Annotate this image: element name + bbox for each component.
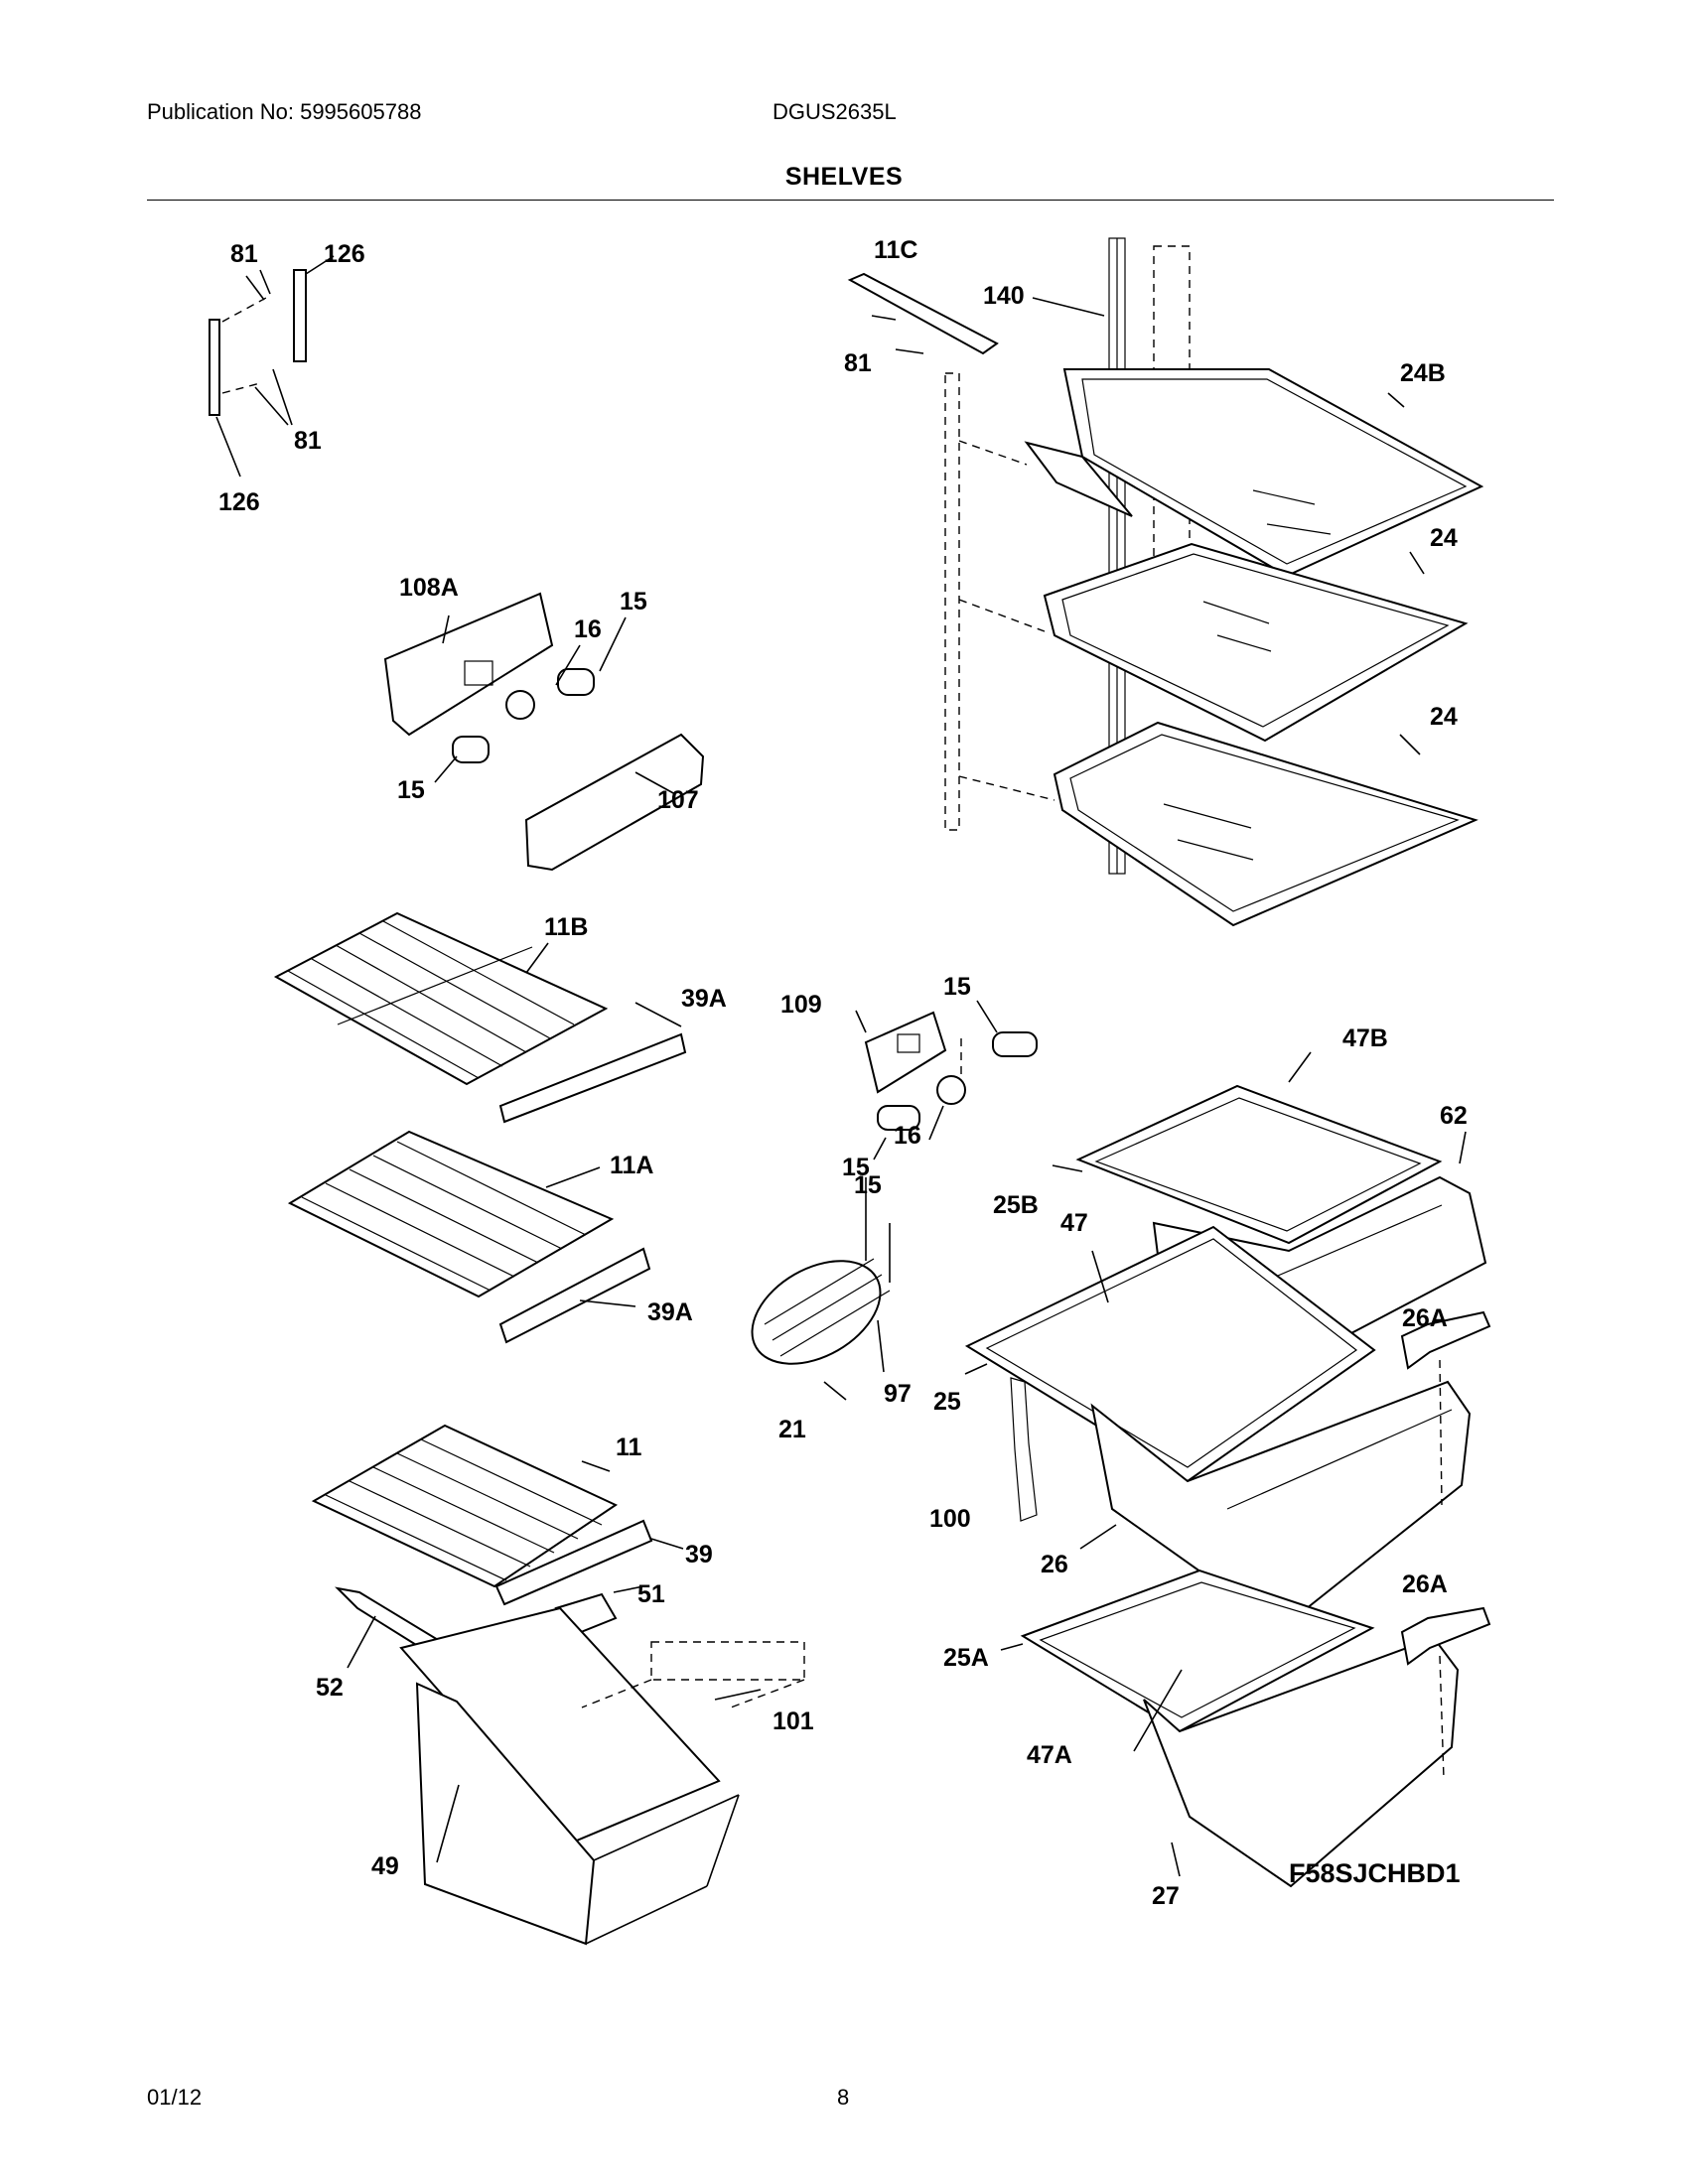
callout-140: 140 [983,282,1025,310]
model-number: DGUS2635L [773,99,897,124]
callout-108A: 108A [399,574,459,602]
callout-11: 11 [616,1433,642,1461]
callout-25B: 25B [993,1191,1039,1219]
callout-101: 101 [773,1707,814,1735]
callout-39A: 39A [681,985,727,1013]
callout-47A: 47A [1027,1741,1072,1769]
deli-drawer [335,1585,805,1946]
callout-39: 39 [685,1541,713,1569]
callout-16: 16 [574,615,602,643]
callout-126: 126 [324,240,365,268]
callout-15: 15 [397,776,425,804]
callout-109: 109 [780,991,822,1019]
callout-62: 62 [1440,1102,1468,1130]
wire-shelves [273,911,687,1606]
header-rule [147,200,1554,201]
callout-97: 97 [884,1380,912,1408]
callout-26A: 26A [1402,1570,1448,1598]
section-title: SHELVES [784,163,904,191]
callout-27: 27 [1152,1882,1180,1910]
callout-16: 16 [894,1122,921,1150]
callout-24: 24 [1430,703,1458,731]
callout-21: 21 [778,1416,806,1443]
callout-47: 47 [1060,1209,1088,1237]
callout-47B: 47B [1342,1024,1388,1052]
light-assembly-lower [751,1000,1038,1401]
callout-11C: 11C [874,236,917,264]
publication-number: Publication No: 5995605788 [147,99,422,124]
light-assembly-upper [383,592,705,872]
callout-25A: 25A [943,1644,989,1672]
figure-code: F58SJCHBD1 [1289,1858,1461,1888]
callout-126: 126 [218,488,260,516]
callout-15: 15 [854,1171,882,1199]
callout-81: 81 [844,349,872,377]
callout-39A: 39A [647,1298,693,1326]
callout-81: 81 [230,240,258,268]
callout-15: 15 [842,1154,870,1181]
footer-date: 01/12 [147,2085,203,2110]
callout-11B: 11B [544,913,588,941]
callout-26A: 26A [1402,1304,1448,1332]
callout-49: 49 [371,1852,399,1880]
callout-51: 51 [637,1580,665,1608]
callout-15: 15 [943,973,971,1001]
callout-24: 24 [1430,524,1458,552]
callout-81: 81 [294,427,322,455]
callout-24B: 24B [1400,359,1446,387]
callout-52: 52 [316,1674,344,1702]
callout-107: 107 [657,786,699,814]
callout-11A: 11A [610,1152,653,1179]
page-number: 8 [837,2085,850,2110]
upper-shelf-assembly [847,237,1484,927]
callout-25: 25 [933,1388,961,1416]
callout-15: 15 [620,588,647,615]
bracket-126-group [209,255,335,478]
crisper-drawers [964,1051,1491,1888]
callout-100: 100 [929,1505,971,1533]
callout-26: 26 [1041,1551,1068,1578]
